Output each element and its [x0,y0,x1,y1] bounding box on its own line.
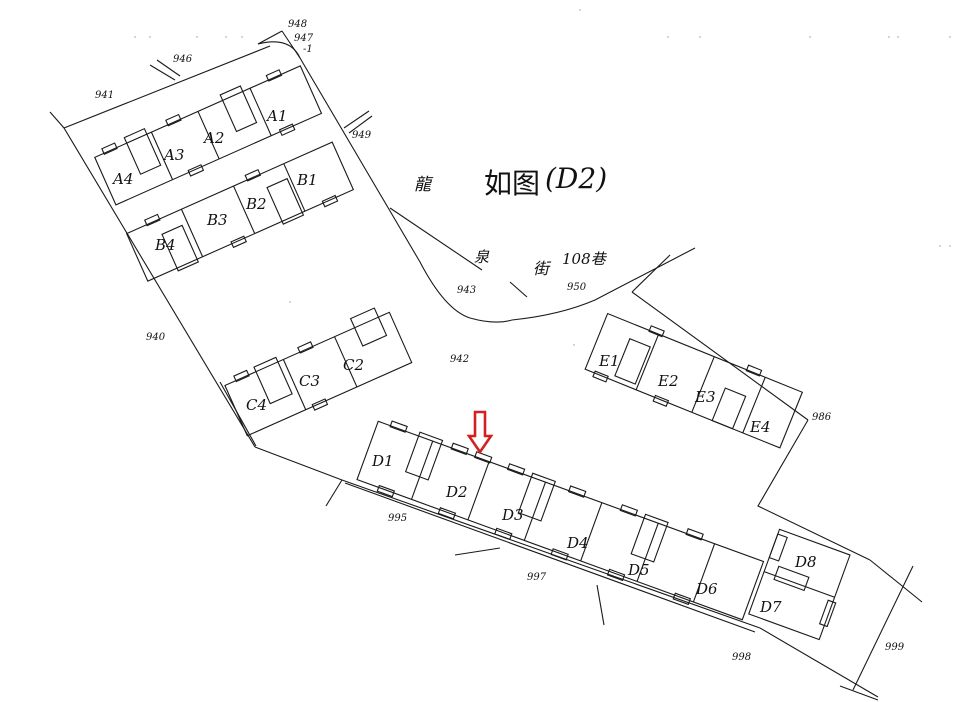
unit-label-b3: B3 [206,211,228,229]
unit-label-d2: D2 [445,483,468,501]
street-char-street: 街 [533,259,552,278]
unit-label-b4: B4 [154,236,176,254]
lot-949: 949 [352,130,372,141]
unit-label-d7: D7 [759,598,782,616]
unit-label-d4: D4 [566,534,589,552]
building-block-e [584,312,804,449]
lot-998: 998 [732,652,751,663]
unit-label-d1: D1 [371,452,394,470]
lot-995: 995 [388,513,407,524]
unit-label-c2: C2 [343,356,364,374]
lot-947-sub: -1 [303,44,313,55]
unit-label-d3: D3 [501,506,524,524]
street-char-long: 龍 [414,175,434,195]
unit-label-e4: E4 [749,418,771,436]
lot-941: 941 [95,90,114,101]
lot-numbers: 941 946 948 947 -1 949 940 942 943 950 9… [95,19,905,663]
unit-label-c4: C4 [246,396,267,414]
lot-986: 986 [812,412,832,423]
lot-997: 997 [527,572,547,583]
lot-999: 999 [885,642,905,653]
lot-942: 942 [450,354,469,365]
unit-label-d6: D6 [695,580,718,598]
title-target-unit: (D2) [545,162,607,195]
unit-label-e2: E2 [657,372,679,390]
building-block-d [356,420,765,621]
lot-946: 946 [173,54,193,65]
unit-label-d5: D5 [627,561,650,579]
parcel-boundaries [49,30,923,701]
unit-label-e3: E3 [694,388,716,406]
arrow-down-icon [466,410,494,455]
unit-label-b2: B2 [245,195,267,213]
street-lane: 108巷 [562,250,608,268]
building-block-d7-d8 [748,528,851,641]
title-prefix: 如图 [484,167,540,200]
lot-940: 940 [146,332,166,343]
building-block-a [94,65,323,206]
lot-948: 948 [288,19,307,30]
unit-label-d8: D8 [794,553,817,571]
unit-label-c3: C3 [299,372,320,390]
unit-label-b1: B1 [296,171,318,189]
unit-label-a4: A4 [111,170,133,188]
scan-noise [134,9,951,346]
lot-943: 943 [457,285,476,296]
street-char-spring: 泉 [474,248,490,266]
unit-label-a1: A1 [265,107,287,125]
unit-label-a3: A3 [162,146,184,164]
unit-label-a2: A2 [202,129,224,147]
lot-950: 950 [567,282,587,293]
lot-947: 947 [294,33,314,44]
building-block-b [125,141,355,282]
unit-label-e1: E1 [598,352,620,370]
building-block-c [224,307,413,437]
